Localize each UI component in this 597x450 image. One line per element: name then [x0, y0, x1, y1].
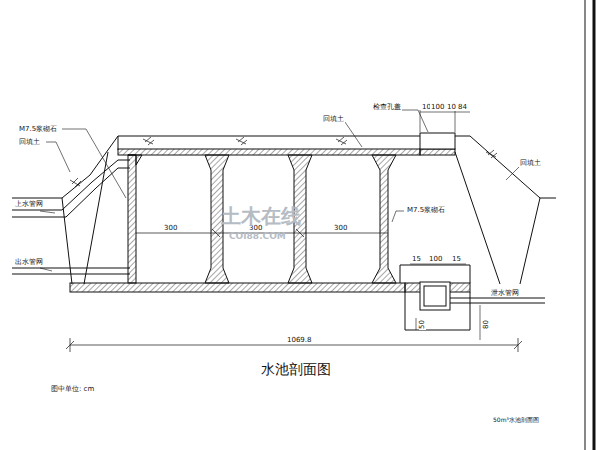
pipe-label: 泄水管网	[490, 290, 520, 297]
dimension: 300	[248, 225, 263, 232]
dimension: 10	[446, 104, 457, 111]
dimension: 300	[163, 225, 178, 232]
watermark: COI88.COM	[228, 232, 287, 241]
dimension: 300	[333, 225, 348, 232]
material-note: 回填土	[519, 160, 542, 167]
dimension: 50	[419, 319, 426, 330]
pipe-label: 出水管网	[14, 259, 44, 266]
drawing-title: 50m³水池剖面图	[492, 417, 540, 423]
dimension: 100	[430, 104, 445, 111]
dimension: 80	[483, 319, 490, 330]
dimension: 84	[457, 104, 468, 111]
unit-note: 图中单位: cm	[50, 386, 95, 393]
dimension: 15	[411, 256, 422, 263]
material-note: M7.5浆砌石	[406, 207, 446, 214]
pipe-label: 上水管网	[14, 201, 44, 208]
dimension: 15	[451, 256, 462, 263]
dimension: 1069.8	[286, 337, 313, 344]
dimension: 100	[428, 256, 443, 263]
material-note: 回填土	[18, 139, 41, 146]
material-note: M7.5浆砌石	[18, 126, 58, 133]
material-note: 回填土	[322, 116, 345, 123]
caption: 水池剖面图	[260, 362, 332, 376]
part-name: 检查孔盖	[372, 104, 402, 111]
watermark: 土木在线	[220, 206, 302, 226]
